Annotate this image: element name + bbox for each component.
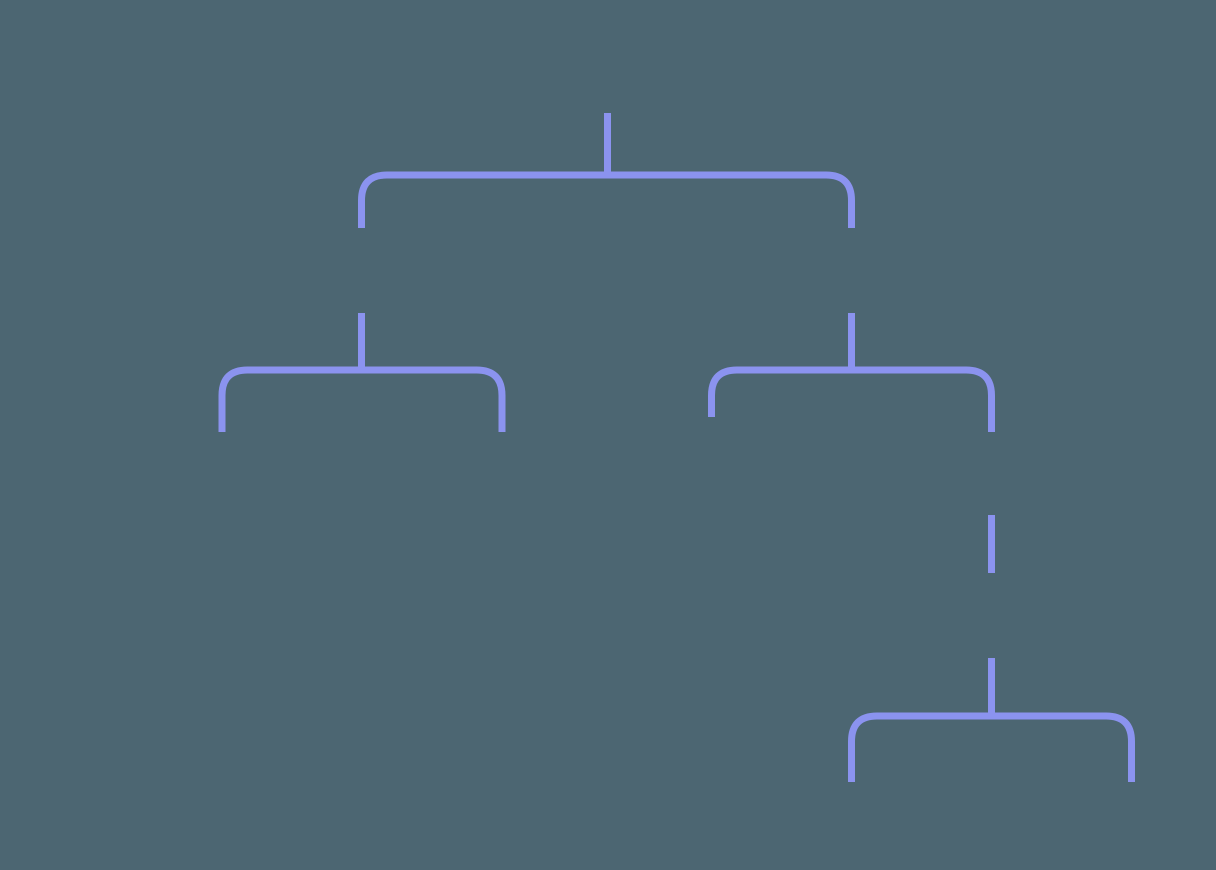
edge-root-to-l2left <box>358 171 608 228</box>
edge-l2right-to-d <box>851 366 995 432</box>
edge-l2left-to-b <box>361 366 506 432</box>
edge-root-to-l2right <box>607 171 855 228</box>
edge-l2right-to-c <box>708 366 852 417</box>
edge-level4-to-f <box>991 712 1135 782</box>
edge-l2left-to-a <box>218 366 362 432</box>
connector-edges <box>218 113 1135 782</box>
edge-level4-to-e <box>848 712 992 782</box>
